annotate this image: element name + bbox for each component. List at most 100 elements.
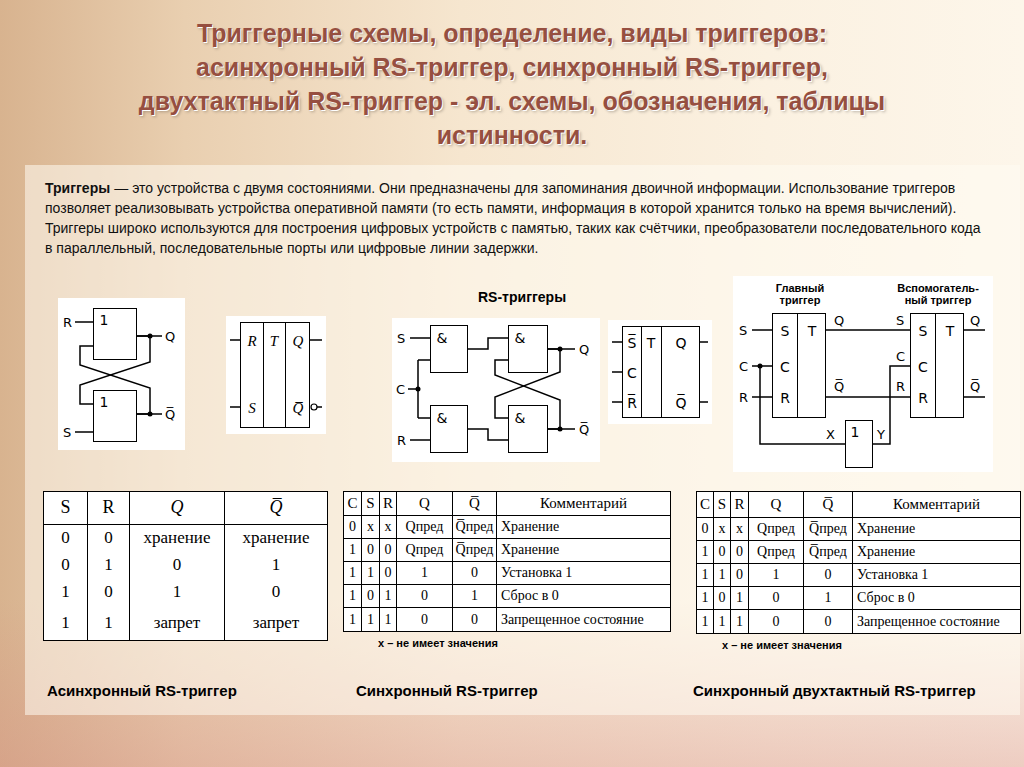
table-text: Запрещенное состояние: [501, 612, 644, 627]
table-text: Q̅: [270, 498, 283, 518]
node-text: S̅: [628, 335, 637, 351]
table-text: Установка 1: [501, 565, 572, 580]
table-cell: 1: [44, 606, 88, 640]
and-gate: &: [430, 405, 468, 453]
column-divider: [935, 314, 936, 417]
table-cell: 1: [697, 564, 714, 587]
signal-name: Q̅: [165, 407, 175, 422]
table-cell: запрет: [130, 606, 225, 640]
panel: [392, 318, 600, 462]
node-text: Q̅: [293, 400, 304, 417]
table-cell: 0: [88, 579, 130, 606]
rs-trigger-symbol: RTQSQ̅: [240, 322, 310, 428]
and-gate: &: [508, 405, 548, 453]
nor-gate: 1: [93, 308, 137, 360]
signal-name: S: [397, 331, 405, 346]
table-note: x – не имеет значения: [378, 637, 498, 649]
truth-table: CSRQQ̅Комментарий0xxQпредQ̅предХранение1…: [697, 492, 1020, 633]
table-cell: x: [362, 516, 380, 539]
table-cell: 1: [344, 608, 362, 631]
signal-name: Q: [165, 329, 175, 344]
table-text: R: [734, 496, 744, 513]
table-text: 1: [421, 565, 428, 580]
table-text: Q: [771, 496, 782, 513]
node-text: R: [247, 333, 256, 350]
table-text: 1: [349, 565, 356, 580]
caption: Синхронный RS-триггер: [356, 682, 538, 699]
table-text: R: [383, 495, 393, 512]
table-cell: 1: [749, 564, 804, 587]
table-cell: C: [344, 492, 362, 516]
table-cell: 1: [731, 587, 749, 610]
table-cell: 0: [804, 564, 853, 587]
table-cell: 1: [453, 585, 497, 608]
node-text: C: [780, 359, 790, 375]
column-divider: [285, 323, 286, 427]
signal-name: S: [739, 323, 747, 338]
table-text: Qпред: [757, 521, 795, 536]
table-cell: 0: [731, 541, 749, 564]
signal-name: Y: [877, 427, 885, 442]
table-cell: 0: [749, 610, 804, 633]
table-cell: Q̅пред: [453, 516, 497, 539]
table-cell: 1: [88, 552, 130, 579]
table-cell: R: [731, 492, 749, 518]
table-cell: 1: [697, 541, 714, 564]
table-text: 1: [736, 614, 743, 629]
table-cell: 0: [714, 541, 731, 564]
table-cell: R: [380, 492, 397, 516]
table-text: 1: [719, 567, 726, 582]
table-text: Запрещенное состояние: [857, 614, 1000, 629]
definition-paragraph: Триггеры— это устройства с двумя состоян…: [45, 178, 990, 258]
term: Триггеры: [45, 180, 110, 196]
node-text: C: [627, 365, 637, 381]
table-text: S: [718, 496, 726, 513]
table-cell: 0: [697, 518, 714, 541]
table-text: 0: [421, 588, 428, 603]
rs-trigger-symbol: S̅TQCR̅Q̅: [622, 326, 700, 418]
table-text: 0: [61, 529, 70, 548]
table-cell: Q̅пред: [804, 518, 853, 541]
table-cell: Комментарий: [853, 492, 1020, 518]
table-text: 1: [702, 567, 709, 582]
nor-gate: 1: [93, 390, 137, 442]
signal-name: C: [739, 359, 748, 374]
table-cell: Сброс в 0: [497, 585, 670, 608]
table-text: 0: [367, 588, 374, 603]
truth-table: CSRQQ̅Комментарий0xxQпредQ̅предХранение1…: [344, 492, 670, 631]
table-text: 1: [702, 614, 709, 629]
table-cell: Qпред: [749, 541, 804, 564]
node-text: Q: [675, 335, 686, 351]
table-cell: 0: [453, 562, 497, 585]
junction-dot: [758, 364, 763, 369]
node-text: Q: [293, 333, 304, 350]
column-divider: [661, 327, 662, 417]
table-text: Q̅пред: [809, 521, 847, 536]
table-cell: 1: [362, 562, 380, 585]
section-heading: RS-триггеры: [478, 289, 566, 305]
table-cell: 1: [697, 610, 714, 633]
signal-name: Q: [834, 313, 844, 328]
slave-trigger: Вспомогатель- ный триггерSTCR: [910, 313, 964, 418]
table-cell: 1: [344, 539, 362, 562]
table-cell: S: [362, 492, 380, 516]
table-cell: Q̅пред: [453, 539, 497, 562]
table-text: Qпред: [406, 542, 444, 557]
inverter-gate: 1: [845, 420, 873, 468]
table-text: Qпред: [757, 544, 795, 559]
table-cell: Установка 1: [853, 564, 1020, 587]
table-text: Q: [171, 498, 184, 518]
table-text: 1: [719, 614, 726, 629]
panel: [733, 276, 993, 472]
table-text: 0: [471, 612, 478, 627]
signal-name: R: [63, 315, 72, 330]
table-cell: 0: [397, 585, 453, 608]
node-heading: Вспомогатель- ный триггер: [890, 282, 986, 306]
master-trigger: Главный триггерSTCR: [772, 313, 826, 418]
table-text: хранение: [144, 529, 211, 548]
table-cell: 0: [804, 610, 853, 633]
table-cell: 0: [380, 562, 397, 585]
table-cell: хранение: [130, 525, 225, 552]
node-heading: Главный триггер: [759, 282, 841, 306]
